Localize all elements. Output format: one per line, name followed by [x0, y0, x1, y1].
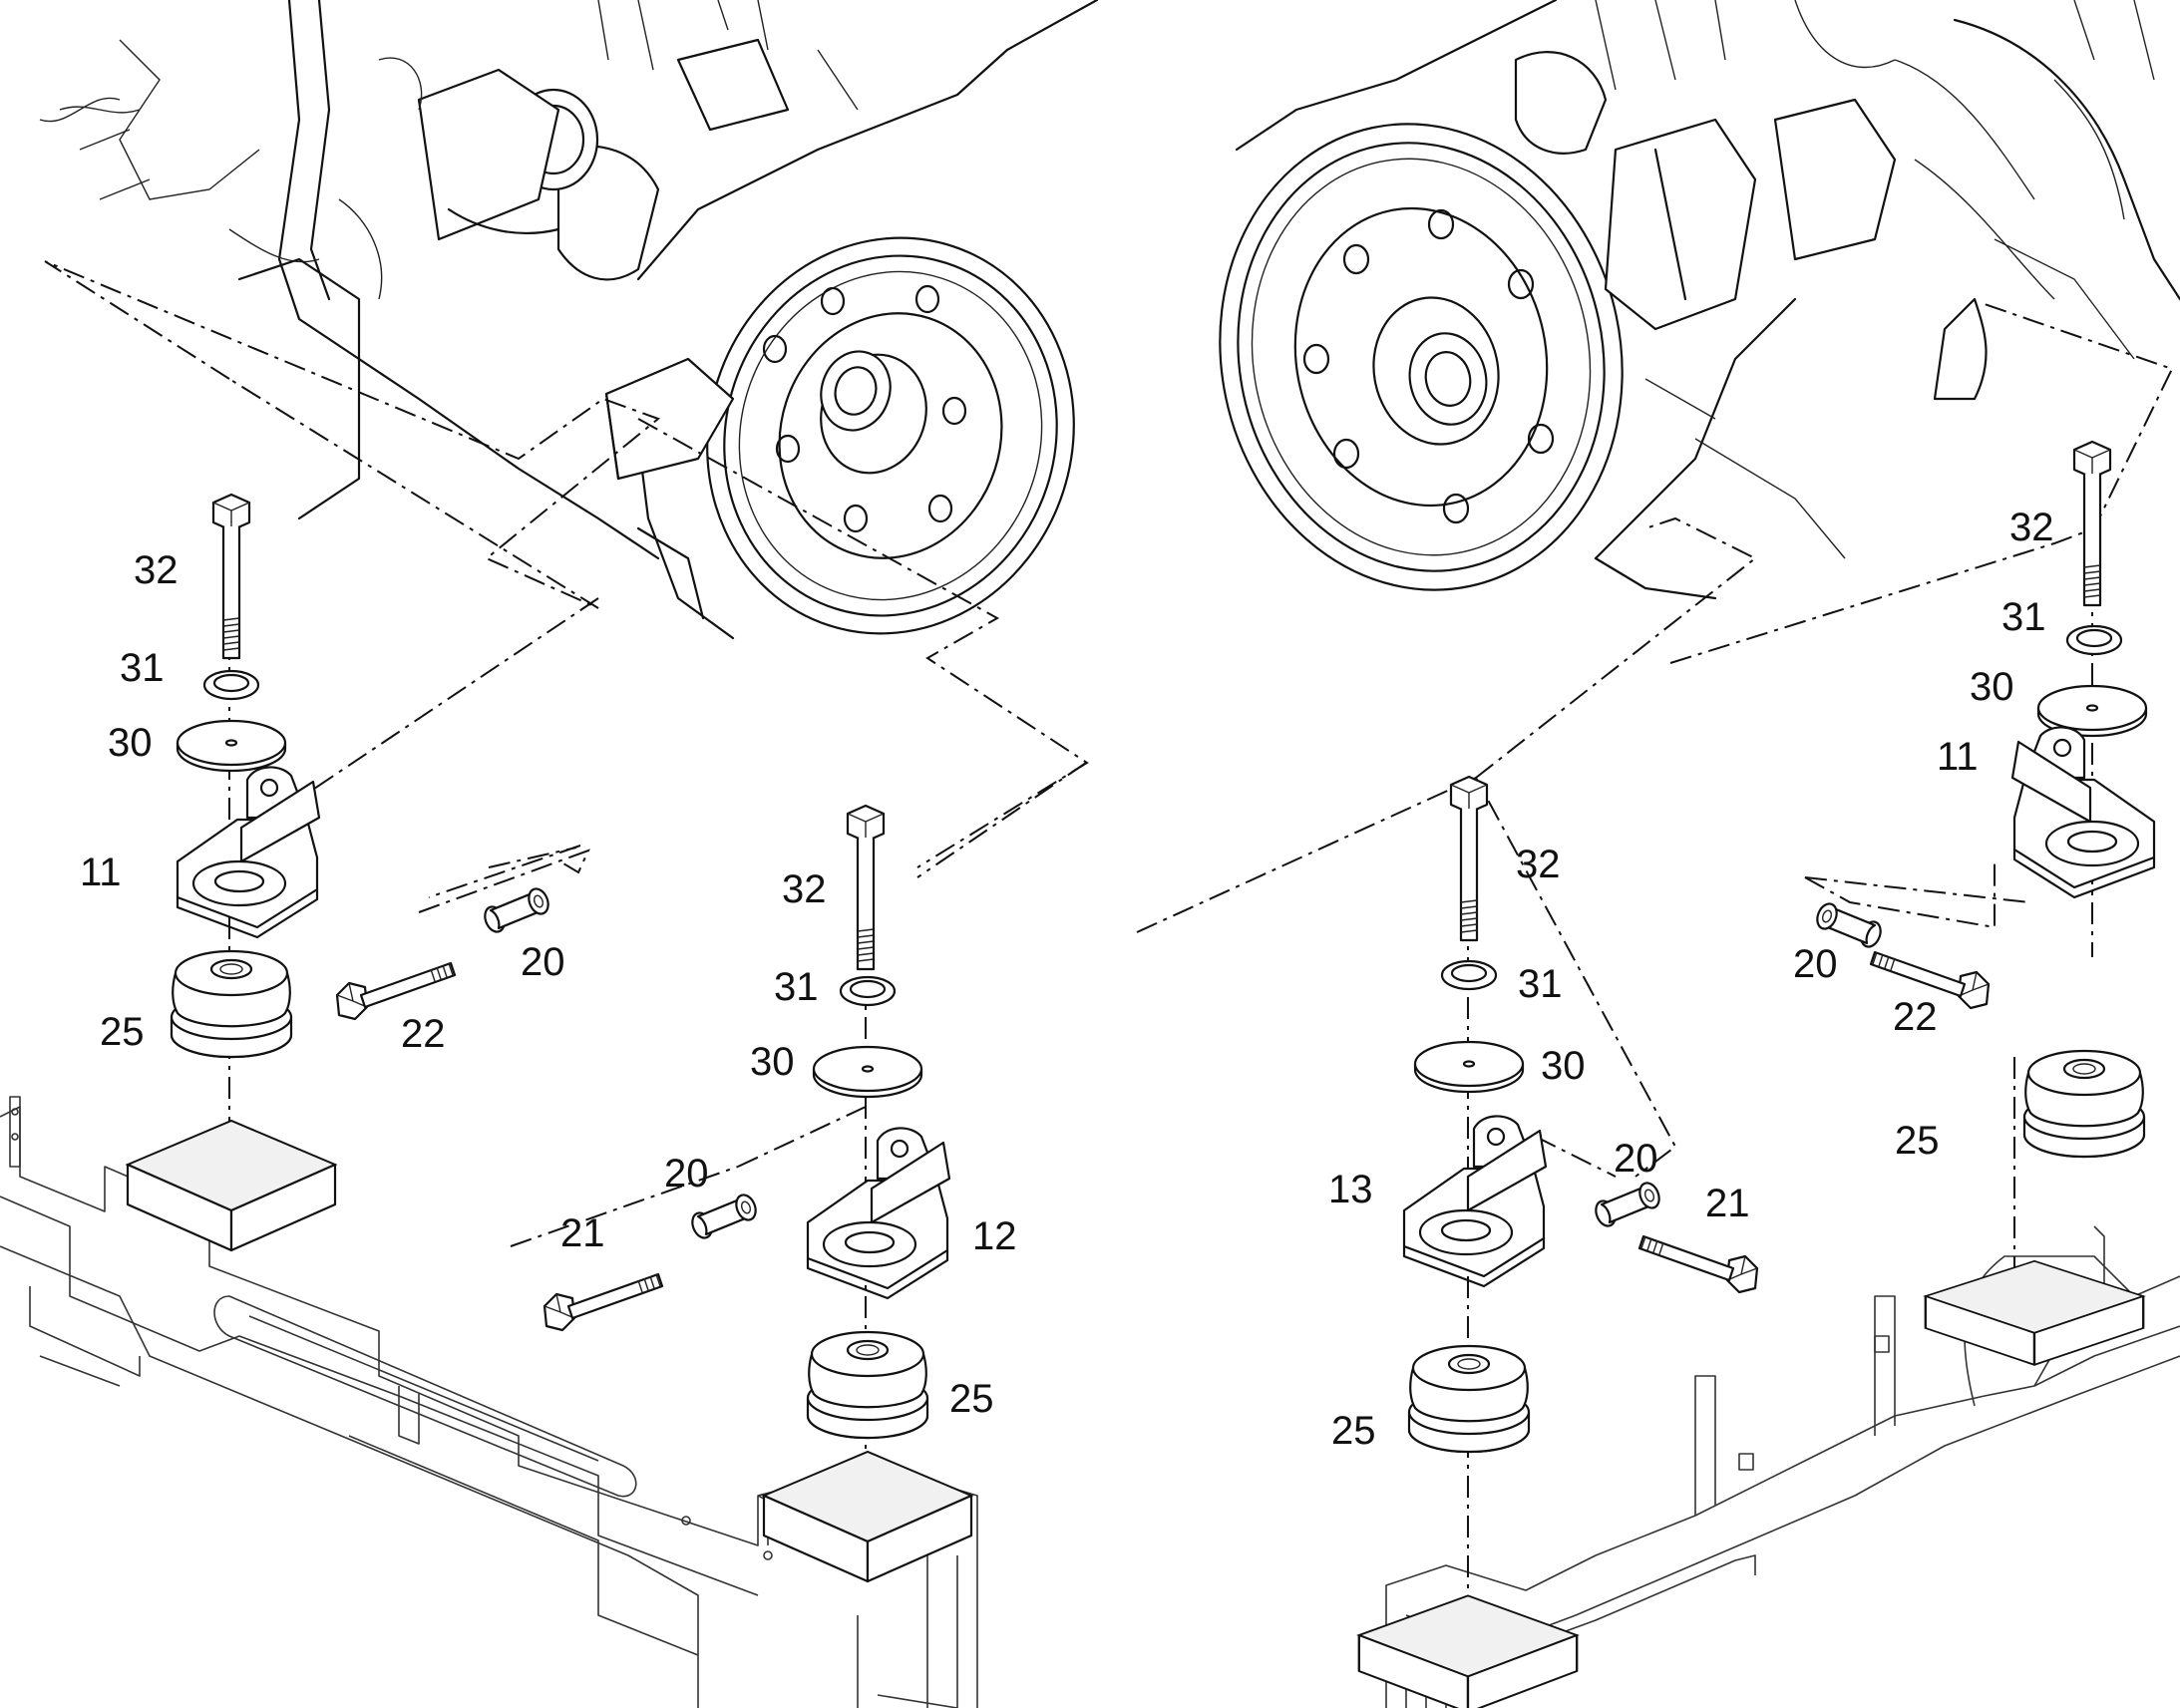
callout-22: 22 — [1893, 995, 1938, 1039]
engine-bracket-icon — [806, 1127, 951, 1300]
callout-25: 25 — [949, 1377, 994, 1421]
callout-20: 20 — [521, 940, 565, 984]
callout-31: 31 — [2001, 595, 2046, 639]
chassis-pad-right-rear — [1357, 1594, 1579, 1708]
callout-12: 12 — [972, 1214, 1017, 1258]
flat-washer-icon — [176, 719, 287, 773]
callout-13: 13 — [1328, 1168, 1373, 1211]
callout-30: 30 — [750, 1040, 795, 1084]
callout-30: 30 — [108, 721, 153, 765]
engine-assembly-left — [39, 0, 1099, 640]
callout-21: 21 — [560, 1211, 605, 1255]
callout-22: 22 — [401, 1012, 446, 1056]
spacer-sleeve-icon — [480, 884, 553, 936]
spring-washer-icon — [1440, 959, 1498, 991]
flat-washer-icon — [812, 1045, 923, 1099]
callout-20: 20 — [664, 1152, 709, 1196]
spacer-sleeve-icon — [1591, 1179, 1664, 1230]
callout-30: 30 — [1970, 665, 2014, 709]
callout-11: 11 — [1937, 735, 1979, 779]
callouts-left: 32 31 30 11 20 22 25 32 31 30 20 21 12 2… — [80, 548, 1017, 1421]
callout-31: 31 — [120, 646, 165, 690]
chassis-pad-right-front — [1924, 1259, 2145, 1366]
hex-bolt-icon — [846, 804, 886, 971]
callout-21: 21 — [1705, 1182, 1750, 1225]
callout-20: 20 — [1614, 1137, 1658, 1181]
engine-bracket-icon — [176, 766, 321, 939]
side-bolt-icon — [335, 961, 457, 1021]
rubber-mount-icon — [2022, 1049, 2146, 1159]
callout-32: 32 — [1516, 843, 1561, 886]
hex-bolt-icon — [2072, 440, 2112, 607]
engine-bracket-icon — [2010, 726, 2156, 899]
callout-25: 25 — [1331, 1409, 1376, 1453]
spring-washer-icon — [839, 975, 897, 1007]
callout-25: 25 — [1895, 1119, 1940, 1163]
side-bolt-icon — [543, 1272, 664, 1332]
callout-20: 20 — [1793, 942, 1838, 986]
callout-31: 31 — [1518, 962, 1563, 1006]
callout-32: 32 — [2009, 506, 2054, 549]
chassis-pad-left-rear — [126, 1119, 337, 1252]
callout-30: 30 — [1541, 1044, 1586, 1088]
callout-11: 11 — [80, 851, 122, 894]
hex-bolt-icon — [211, 493, 251, 660]
callout-31: 31 — [774, 965, 819, 1009]
rubber-mount-icon — [806, 1330, 929, 1440]
callout-32: 32 — [134, 548, 179, 592]
engine-assembly-right — [1219, 0, 2180, 600]
chassis-frame-left — [0, 1096, 978, 1708]
engine-bracket-icon — [1402, 1115, 1548, 1288]
callouts-right: 32 31 30 11 20 22 25 32 31 30 13 20 21 2… — [1328, 506, 2054, 1453]
callout-32: 32 — [782, 867, 827, 911]
flat-washer-icon — [1413, 1040, 1525, 1094]
spring-washer-icon — [202, 669, 260, 701]
spacer-sleeve-icon — [687, 1191, 761, 1242]
chassis-pad-left-front — [762, 1450, 973, 1583]
side-bolt-icon — [1637, 1234, 1759, 1294]
rubber-mount-icon — [170, 949, 293, 1059]
callout-25: 25 — [100, 1010, 145, 1054]
rubber-mount-icon — [1407, 1344, 1531, 1454]
spring-washer-icon — [2065, 624, 2123, 656]
hex-bolt-icon — [1449, 775, 1489, 942]
